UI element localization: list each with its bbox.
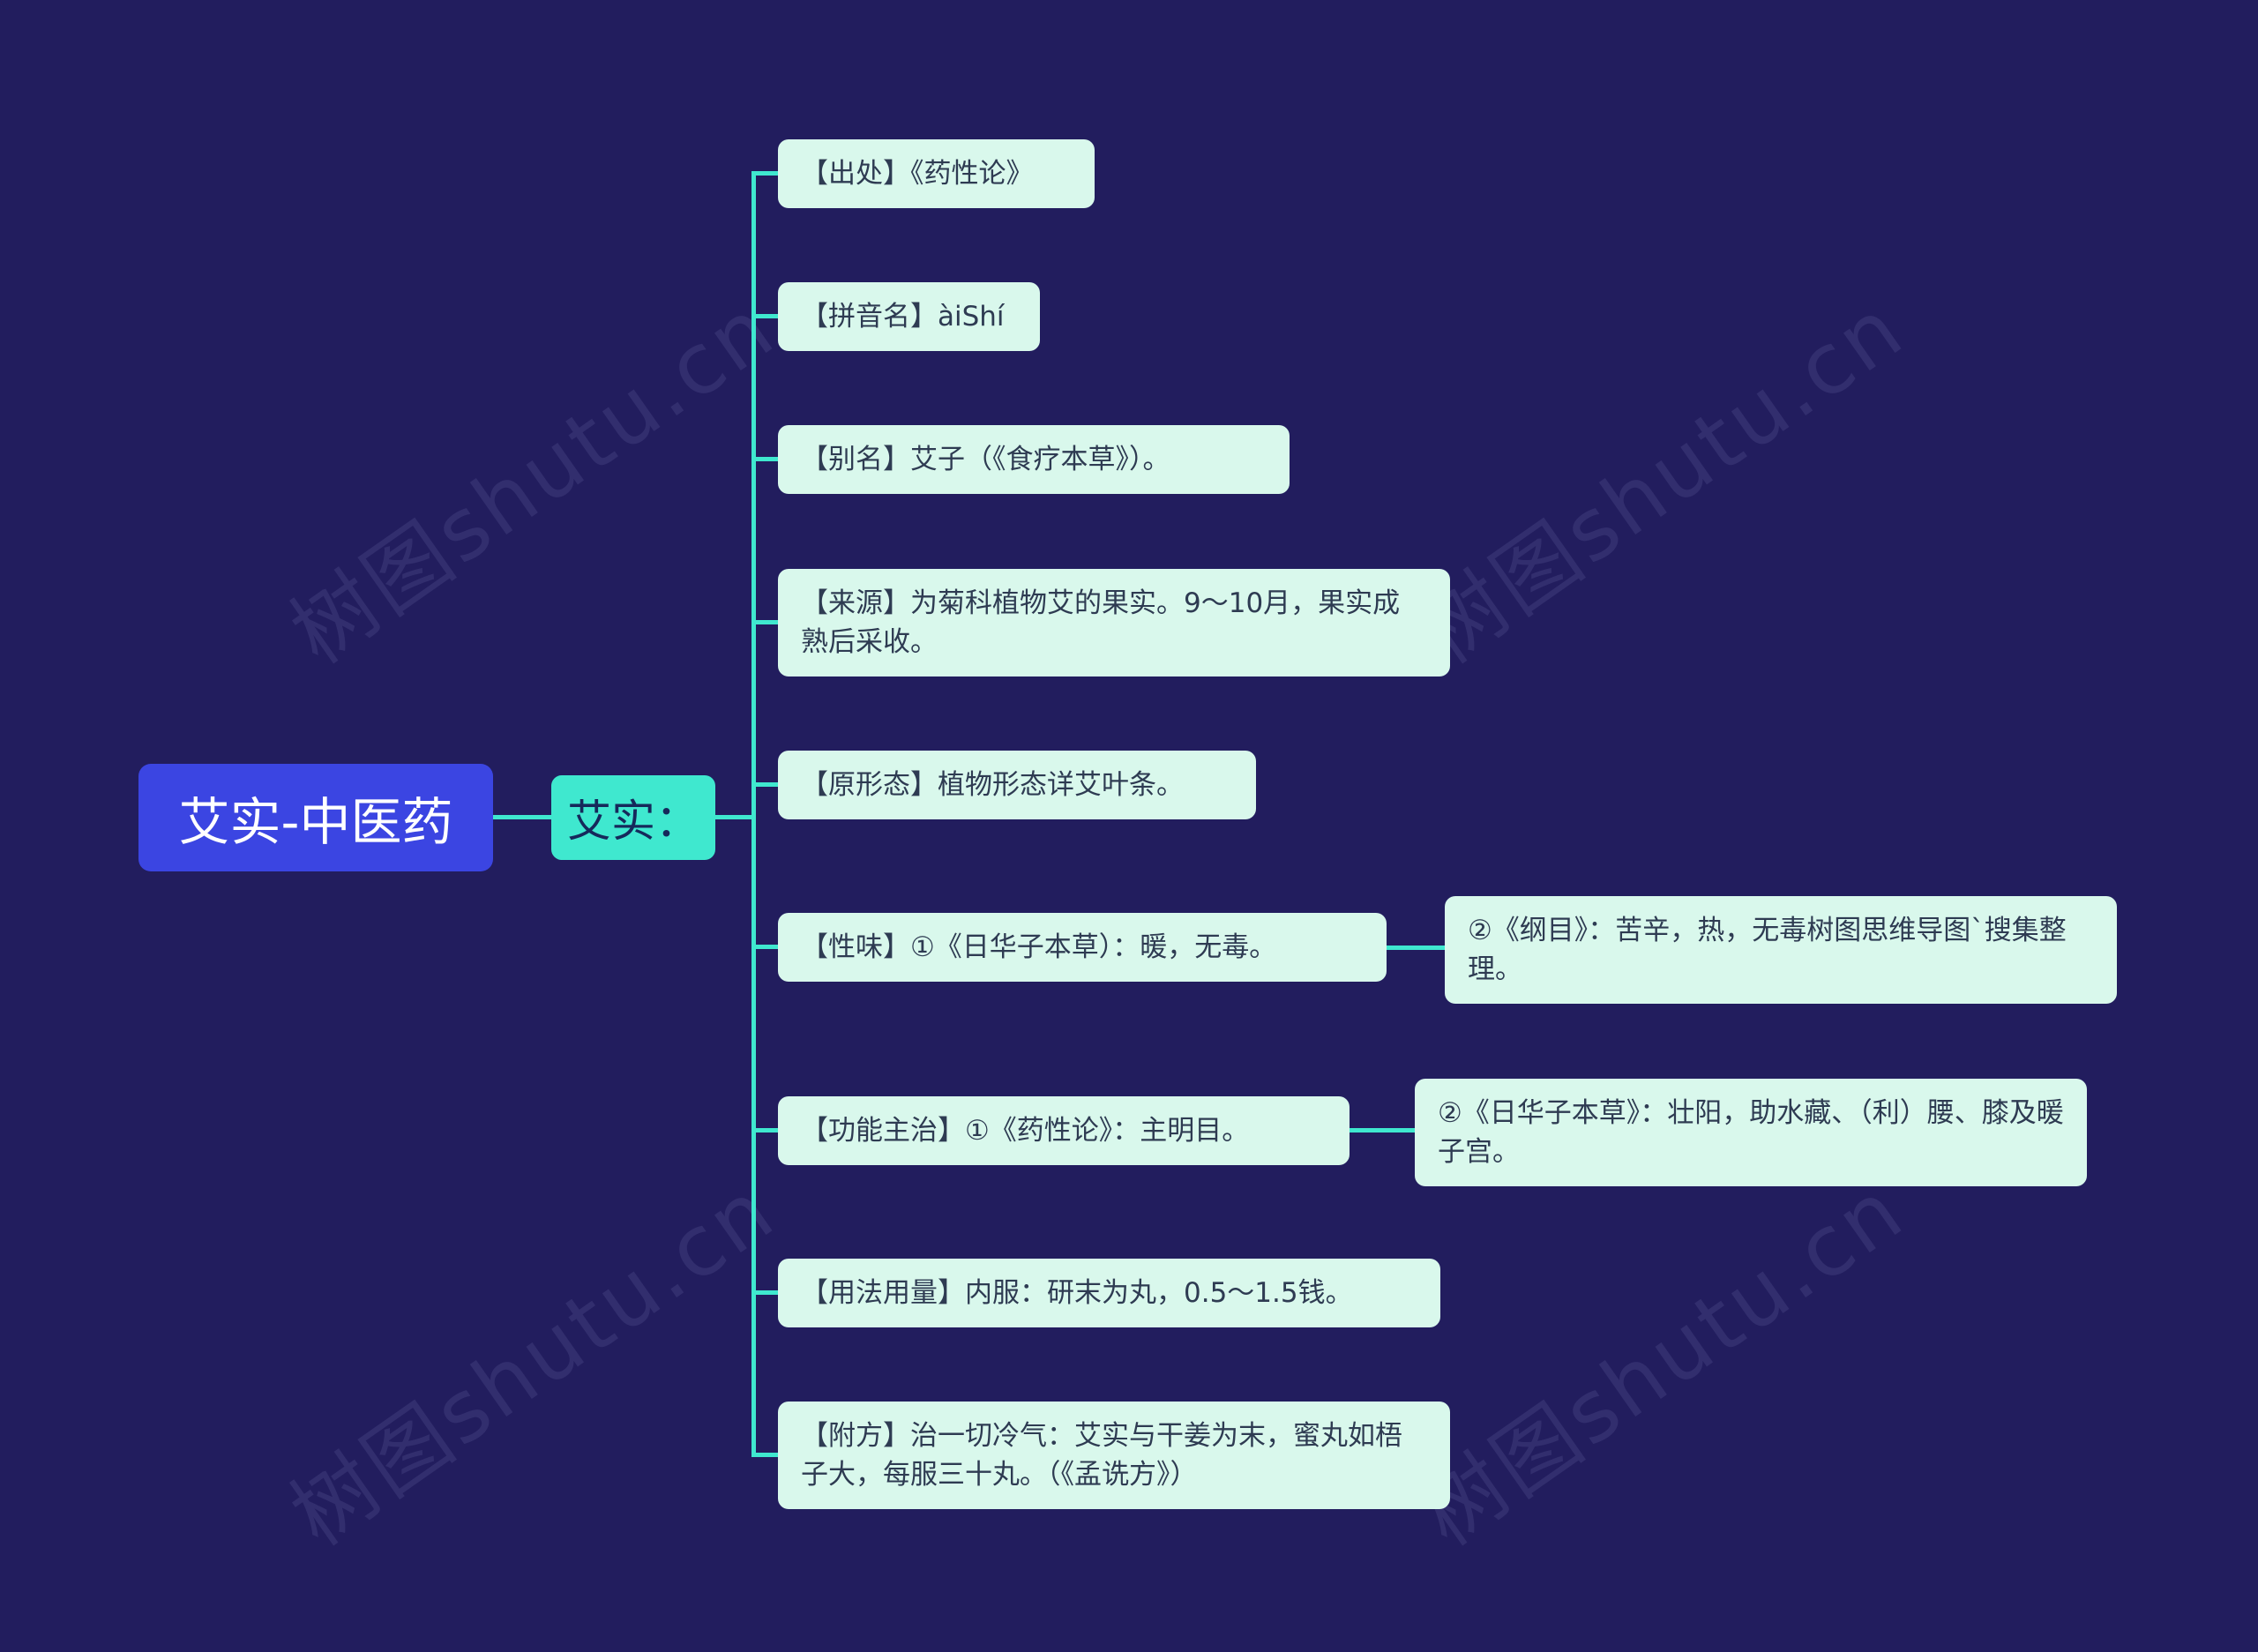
connector-line bbox=[751, 457, 778, 461]
connector-line bbox=[751, 1453, 778, 1457]
connector-line bbox=[715, 815, 756, 819]
child-label: ②《日华子本草》：壮阳，助水藏、（利）腰、膝及暖子宫。 bbox=[1438, 1097, 2064, 1168]
watermark: 树图shutu.cn bbox=[1403, 279, 1922, 684]
connector-line bbox=[1350, 1128, 1415, 1132]
connector-line bbox=[751, 314, 778, 318]
root-node[interactable]: 艾实-中医药 bbox=[138, 764, 493, 871]
branch-node-yongfayongliang[interactable]: 【用法用量】内服：研末为丸，0.5～1.5钱。 bbox=[778, 1259, 1440, 1327]
branch-label: 【功能主治】①《药性论》：主明目。 bbox=[801, 1115, 1250, 1147]
branch-label: 【原形态】植物形态详艾叶条。 bbox=[801, 769, 1184, 801]
connector-line bbox=[751, 782, 778, 787]
child-label: ②《纲目》：苦辛，热，无毒树图思维导图`搜集整理。 bbox=[1468, 915, 2067, 985]
branch-label: 【别名】艾子（《食疗本草》）。 bbox=[801, 444, 1170, 475]
branch-node-laiyuan[interactable]: 【来源】为菊科植物艾的果实。9～10月，果实成熟后采收。 bbox=[778, 569, 1450, 676]
connector-line bbox=[751, 1290, 778, 1295]
connector-line bbox=[751, 171, 778, 176]
topic-node-label: 艾实： bbox=[567, 796, 699, 847]
branch-label: 【附方】治一切冷气：艾实与干姜为末，蜜丸如梧子大，每服三十丸。（《孟诜方》） bbox=[801, 1420, 1402, 1491]
child-node-xingwei-2[interactable]: ②《纲目》：苦辛，热，无毒树图思维导图`搜集整理。 bbox=[1445, 896, 2117, 1004]
watermark: 树图shutu.cn bbox=[1403, 1161, 1922, 1566]
branch-label: 【用法用量】内服：研末为丸，0.5～1.5钱。 bbox=[801, 1277, 1353, 1309]
branch-node-bieming[interactable]: 【别名】艾子（《食疗本草》）。 bbox=[778, 425, 1290, 494]
connector-line bbox=[493, 815, 551, 819]
branch-label: 【出处】《药性论》 bbox=[801, 158, 1034, 190]
connector-line bbox=[1387, 946, 1445, 950]
watermark: 树图shutu.cn bbox=[274, 279, 793, 684]
branch-node-chuchu[interactable]: 【出处】《药性论》 bbox=[778, 139, 1095, 208]
branch-label: 【来源】为菊科植物艾的果实。9～10月，果实成熟后采收。 bbox=[801, 587, 1401, 658]
branch-label: 【性味】①《日华子本草）：暖，无毒。 bbox=[801, 931, 1277, 963]
branch-node-fufang[interactable]: 【附方】治一切冷气：艾实与干姜为末，蜜丸如梧子大，每服三十丸。（《孟诜方》） bbox=[778, 1402, 1450, 1509]
branch-node-gongnengzhuzhi[interactable]: 【功能主治】①《药性论》：主明目。 bbox=[778, 1096, 1350, 1165]
branch-node-yuanxingtai[interactable]: 【原形态】植物形态详艾叶条。 bbox=[778, 751, 1256, 819]
branch-node-pinyin[interactable]: 【拼音名】àiShí bbox=[778, 282, 1040, 351]
connector-line bbox=[751, 620, 778, 624]
branch-node-xingwei[interactable]: 【性味】①《日华子本草）：暖，无毒。 bbox=[778, 913, 1387, 982]
child-node-gongnengzhuzhi-2[interactable]: ②《日华子本草》：壮阳，助水藏、（利）腰、膝及暖子宫。 bbox=[1415, 1079, 2087, 1186]
connector-trunk-line bbox=[751, 172, 756, 1457]
watermark: 树图shutu.cn bbox=[274, 1161, 793, 1566]
branch-label: 【拼音名】àiShí bbox=[801, 301, 1005, 333]
connector-line bbox=[751, 945, 778, 949]
connector-line bbox=[751, 1128, 778, 1132]
root-node-label: 艾实-中医药 bbox=[178, 792, 453, 852]
topic-node[interactable]: 艾实： bbox=[551, 775, 715, 860]
